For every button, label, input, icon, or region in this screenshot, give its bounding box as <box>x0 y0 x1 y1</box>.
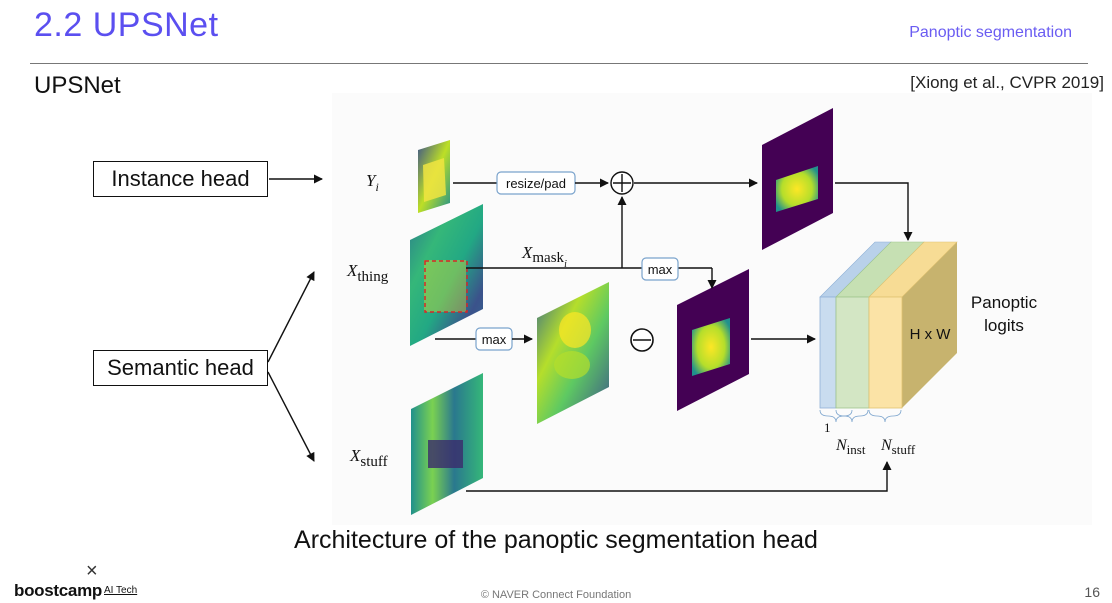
yi-feature-map <box>418 140 450 213</box>
mask-crop-box <box>424 260 468 313</box>
citation: [Xiong et al., CVPR 2019] <box>910 73 1104 92</box>
yi-label: Yi <box>366 171 379 194</box>
max-op-bottom-label: max <box>482 332 507 347</box>
boostcamp-logo-sub: AI Tech <box>104 585 138 596</box>
hxw-label: H x W <box>910 326 952 343</box>
max-op-top <box>641 257 679 281</box>
semantic-head-label: Semantic head <box>107 355 254 380</box>
page-number: 16 <box>1084 584 1100 600</box>
max-pooled-map <box>537 282 609 424</box>
logits-layer-stuff <box>868 296 903 409</box>
stuff-to-logits-arrow <box>466 461 892 492</box>
n-inst-label: Ninst <box>835 437 866 457</box>
xstuff-label: Xstuff <box>349 446 388 470</box>
section-label: Panoptic segmentation <box>909 24 1072 41</box>
subtitle: UPSNet <box>34 72 121 99</box>
max-op-top-label: max <box>648 262 673 277</box>
xthing-feature-map <box>410 204 483 346</box>
panoptic-logits-block <box>819 241 958 423</box>
panoptic-logits-label-2: logits <box>984 316 1024 335</box>
logits-layer-one <box>819 296 837 409</box>
dim-one-label: 1 <box>824 420 831 435</box>
semantic-to-xthing-arrow <box>267 271 315 363</box>
semantic-head-box: Semantic head <box>93 350 268 386</box>
semantic-to-xstuff-arrow <box>267 371 315 462</box>
logits-layer-inst <box>835 296 870 409</box>
instance-output-map <box>762 108 833 250</box>
slide-title: 2.2 UPSNet <box>34 6 219 44</box>
panoptic-logits-label-1: Panoptic <box>971 293 1038 312</box>
copyright: © NAVER Connect Foundation <box>480 589 632 601</box>
close-mark-icon: × <box>86 560 98 582</box>
xmask-label: Xmaski <box>521 243 567 270</box>
difference-map <box>677 269 749 411</box>
resize-pad-label: resize/pad <box>506 176 566 191</box>
title-divider <box>30 63 1088 64</box>
figure-caption: Architecture of the panoptic segmentatio… <box>294 526 818 554</box>
output-to-logits-arrow <box>835 182 913 241</box>
xstuff-feature-map <box>411 373 483 515</box>
boostcamp-logo: boostcamp <box>14 581 102 600</box>
instance-head-label: Instance head <box>111 166 250 191</box>
xthing-label: Xthing <box>346 261 389 285</box>
n-stuff-label: Nstuff <box>880 437 916 457</box>
instance-head-box: Instance head <box>93 161 268 197</box>
